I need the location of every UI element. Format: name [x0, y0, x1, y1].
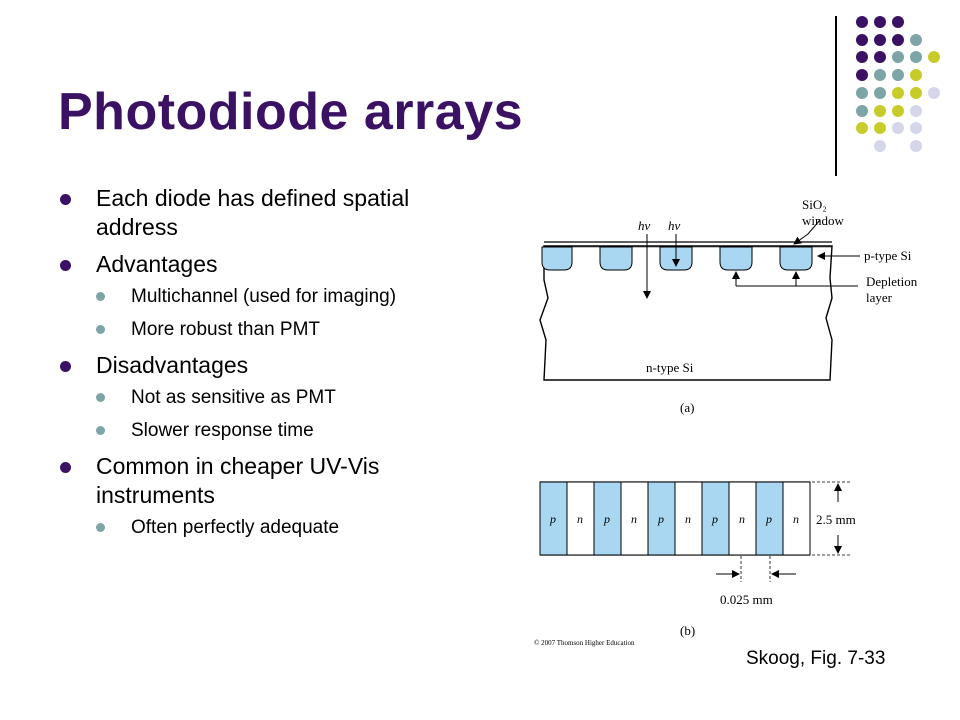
panel-b-label: (b) — [680, 623, 695, 638]
strip-cell-p — [647, 481, 676, 556]
bullet-text: Disadvantages — [96, 352, 249, 378]
cell-label: p — [765, 512, 772, 526]
bullet-item: Common in cheaper UV-Vis instruments Oft… — [60, 452, 480, 539]
dot-row-8 — [874, 140, 922, 152]
bullet-list: Each diode has defined spatial address A… — [60, 184, 480, 549]
dot-row-6 — [856, 105, 922, 117]
cell-label: p — [711, 512, 718, 526]
photodiode-figure: hν hν SiO₂ window p-type Si Depletion la… — [534, 197, 918, 647]
dot-row-4 — [856, 69, 922, 81]
strip-cell-n — [566, 481, 595, 556]
strip-cell-n — [782, 481, 811, 556]
bullet-text: Advantages — [96, 251, 218, 277]
sub-bullet-item: Multichannel (used for imaging) — [96, 285, 480, 308]
p-region — [779, 246, 813, 271]
bullet-text: Each diode has defined spatial address — [96, 185, 410, 240]
bullet-item: Disadvantages Not as sensitive as PMT Sl… — [60, 351, 480, 442]
window-label: window — [802, 213, 845, 228]
bullet-item: Advantages Multichannel (used for imagin… — [60, 250, 480, 341]
strip-cell-p — [593, 481, 622, 556]
n-type-label: n-type Si — [646, 360, 694, 375]
cell-label: n — [685, 512, 691, 526]
cross-section-diagram: hν hν SiO₂ window p-type Si Depletion la… — [539, 197, 918, 415]
height-dimension-label: 2.5 mm — [816, 512, 856, 527]
dot-row-7 — [856, 122, 922, 134]
strip-cell-labels: p n p n p n p n p n — [549, 512, 799, 526]
cell-label: p — [603, 512, 610, 526]
dot-row-5 — [856, 87, 940, 99]
slide-title: Photodiode arrays — [58, 83, 524, 141]
p-region — [719, 246, 753, 271]
sub-bullet-item: Often perfectly adequate — [96, 516, 480, 539]
cell-label: n — [739, 512, 745, 526]
photon-label: hν — [638, 218, 651, 233]
cell-label: n — [577, 512, 583, 526]
strip-cell-n — [620, 481, 649, 556]
vertical-divider — [835, 16, 837, 176]
depletion-label: Depletion — [866, 274, 918, 289]
bullet-text: Common in cheaper UV-Vis instruments — [96, 453, 380, 508]
p-region — [599, 246, 633, 271]
dot-row-3 — [856, 51, 940, 63]
substrate-outline — [539, 245, 833, 381]
sio2-label: SiO₂ — [802, 197, 827, 212]
figure-caption: Skoog, Fig. 7-33 — [746, 648, 886, 669]
p-regions — [541, 246, 813, 271]
p-type-label: p-type Si — [864, 248, 912, 263]
width-dimension-label: 0.025 mm — [720, 592, 773, 607]
cell-label: n — [631, 512, 637, 526]
cell-label: p — [549, 512, 556, 526]
bullet-item: Each diode has defined spatial address — [60, 184, 480, 242]
sub-bullet-list: Not as sensitive as PMT Slower response … — [96, 386, 480, 442]
photon-label: hν — [668, 218, 681, 233]
strip-cell-n — [728, 481, 757, 556]
panel-a-label: (a) — [680, 400, 694, 415]
array-strip-diagram: p n p n p n p n p n 2.5 mm 0.025 mm (b) … — [534, 481, 856, 647]
p-region — [541, 246, 573, 271]
sub-bullet-item: Not as sensitive as PMT — [96, 386, 480, 409]
sub-bullet-item: Slower response time — [96, 419, 480, 442]
copyright-note: © 2007 Thomson Higher Education — [534, 639, 635, 647]
strip-cell-n — [674, 481, 703, 556]
dot-row-1 — [856, 16, 904, 28]
sub-bullet-list: Often perfectly adequate — [96, 516, 480, 539]
sub-bullet-list: Multichannel (used for imaging) More rob… — [96, 285, 480, 341]
cell-label: p — [657, 512, 664, 526]
sub-bullet-item: More robust than PMT — [96, 318, 480, 341]
dot-row-2 — [856, 34, 922, 46]
strip-cells — [539, 481, 811, 556]
layer-label: layer — [866, 290, 893, 305]
cell-label: n — [793, 512, 799, 526]
strip-cell-p — [755, 481, 784, 556]
